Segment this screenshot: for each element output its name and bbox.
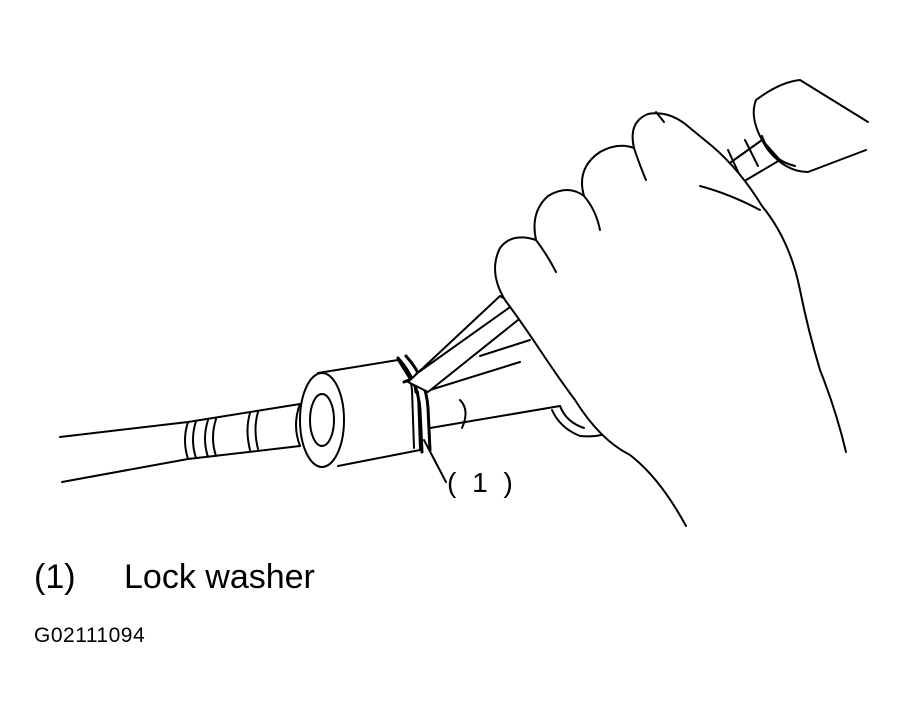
callout-leader bbox=[423, 439, 447, 483]
hub-tube bbox=[429, 361, 616, 438]
chisel bbox=[407, 295, 531, 393]
legend-number: (1) bbox=[34, 558, 76, 596]
legend-text: Lock washer bbox=[124, 558, 315, 596]
socket bbox=[299, 359, 421, 468]
figure-id: G02111094 bbox=[34, 624, 146, 647]
lock-washer-illustration bbox=[59, 79, 869, 527]
axle-shaft bbox=[59, 403, 301, 483]
callout-label: ( 1 ) bbox=[447, 467, 517, 498]
legend: (1) Lock washer bbox=[34, 558, 315, 597]
hammer bbox=[719, 79, 869, 187]
hand bbox=[494, 111, 847, 527]
